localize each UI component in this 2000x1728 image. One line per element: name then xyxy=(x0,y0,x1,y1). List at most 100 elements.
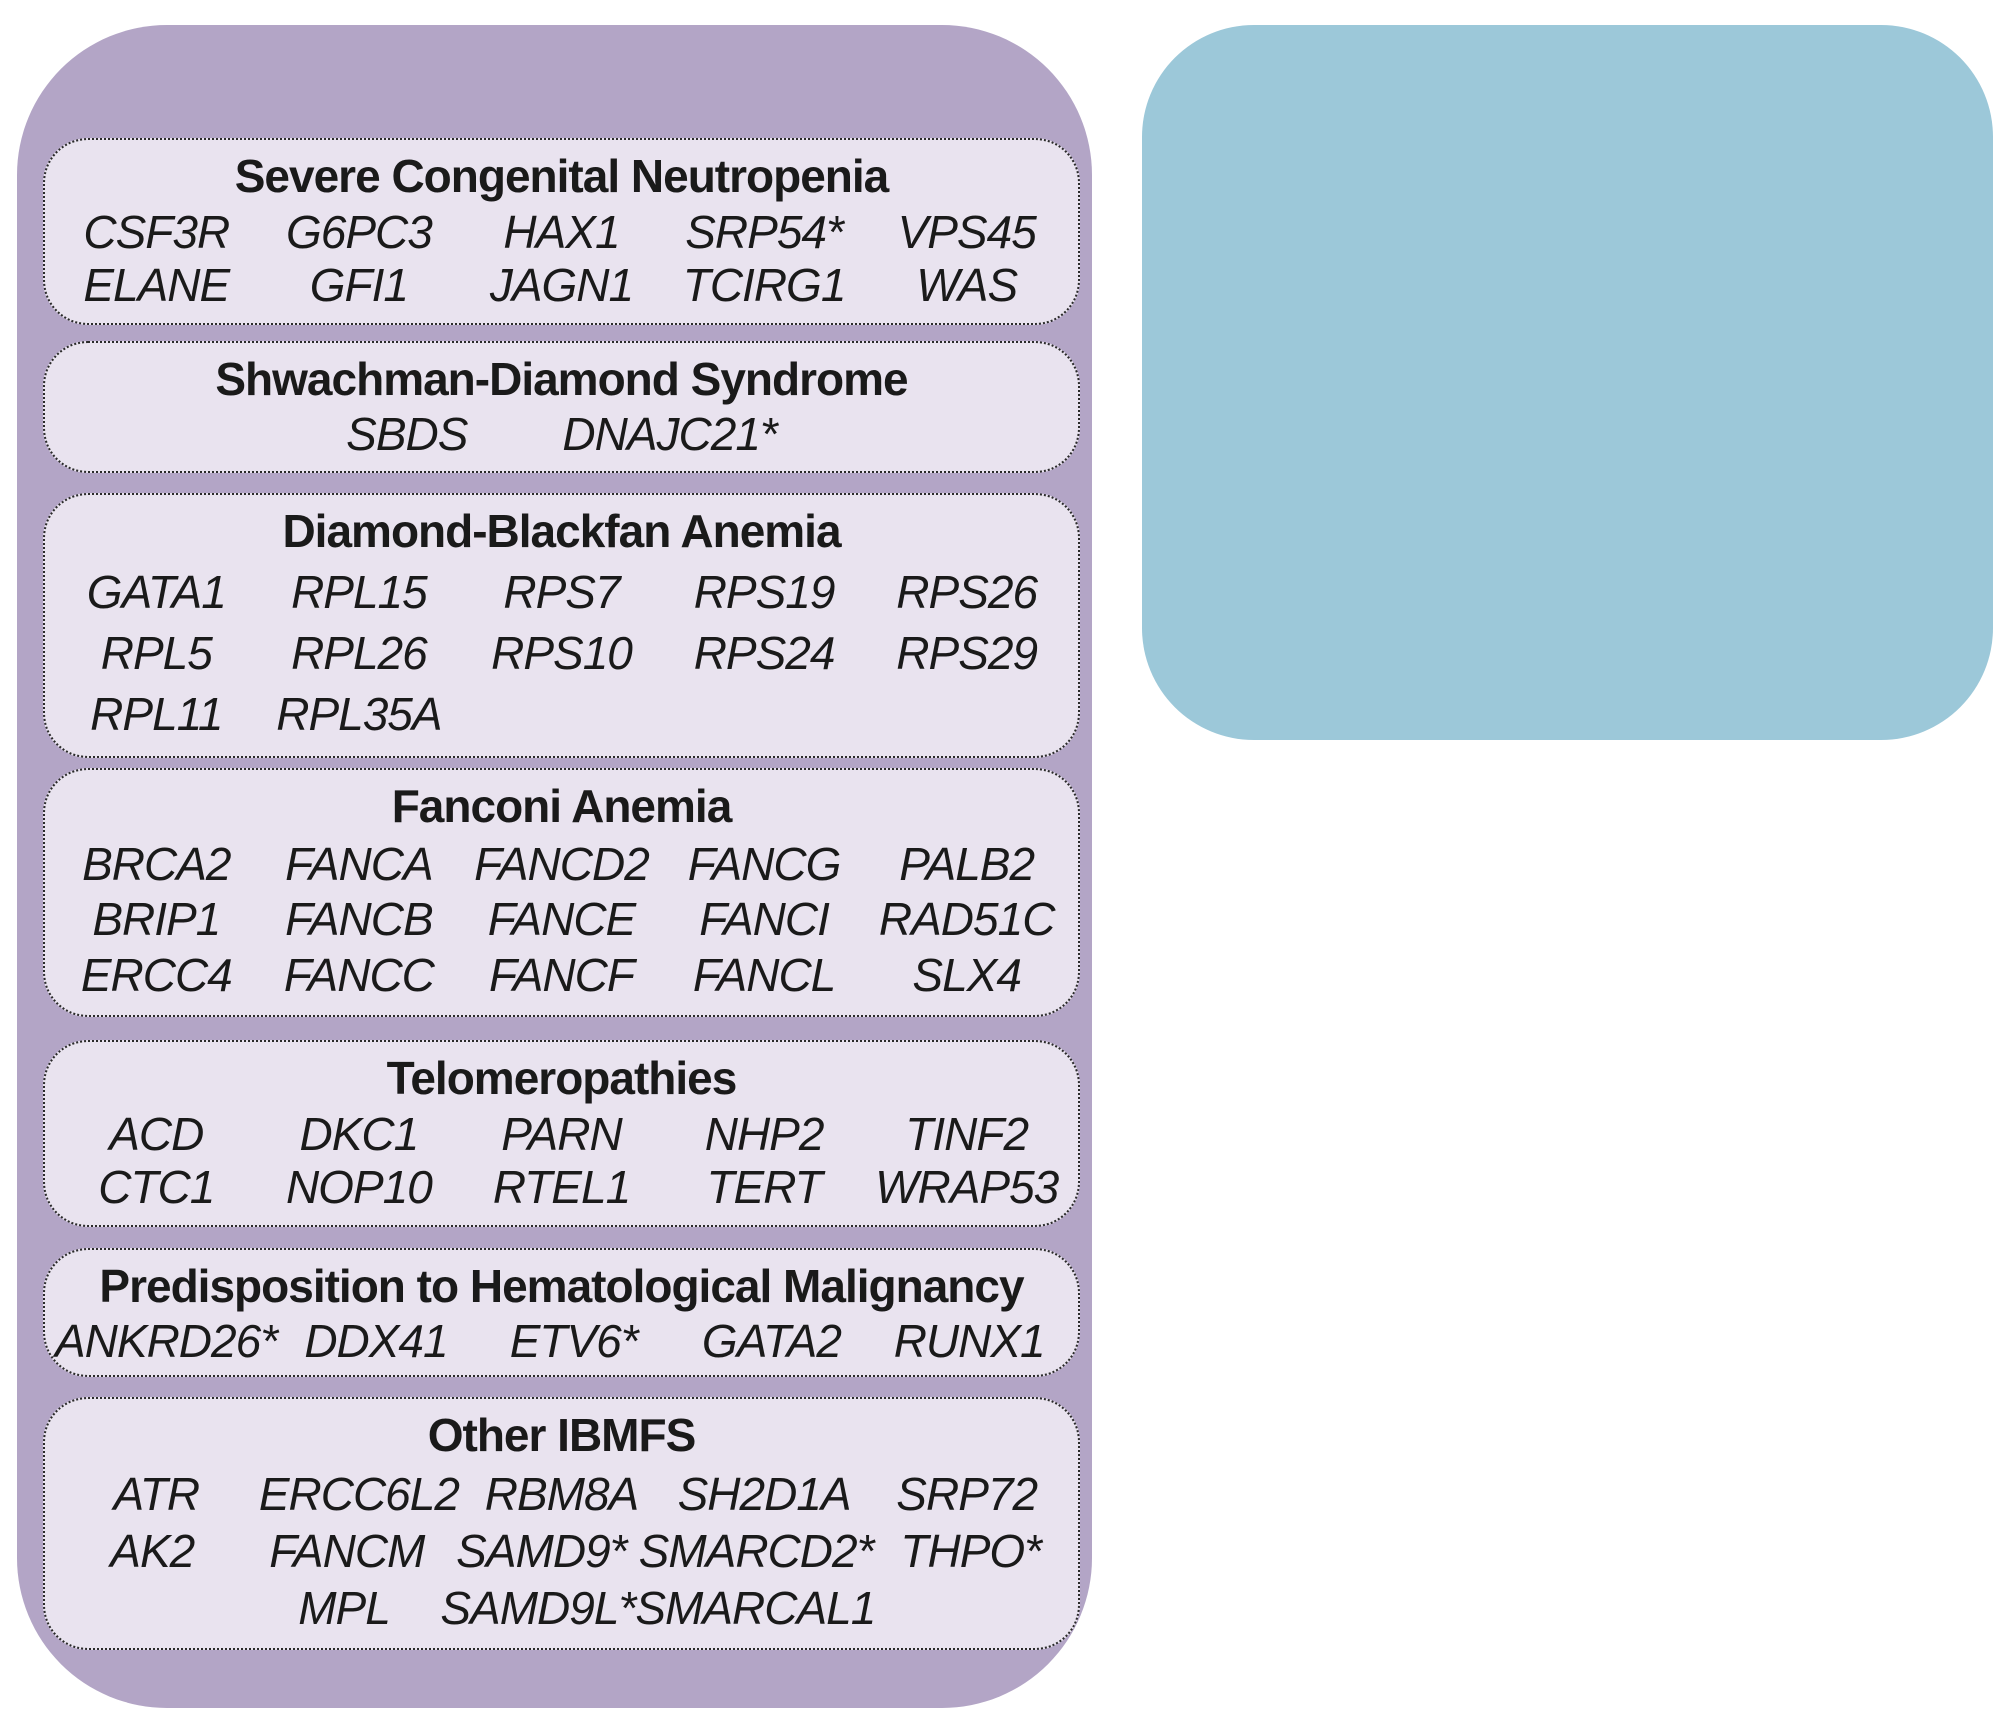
panel-predisposition-hematological-malignancy: Predisposition to Hematological Malignan… xyxy=(43,1248,1080,1377)
gene-label: WAS xyxy=(916,258,1018,311)
gene-label: FANCB xyxy=(285,893,433,946)
gene-label: NHP2 xyxy=(704,1108,825,1161)
gene-label: RPS29 xyxy=(896,626,1038,679)
gene-label: THPO* xyxy=(900,1524,1042,1577)
gene-label: RUNX1 xyxy=(893,1315,1046,1367)
gene-row: GATA1 RPL15 RPS7 RPS19 RPS26 xyxy=(55,567,1068,617)
gene-label: PALB2 xyxy=(899,837,1035,890)
gene-row: RPL5 RPL26 RPS10 RPS24 RPS29 xyxy=(55,628,1068,678)
gene-label: BRIP1 xyxy=(92,893,221,946)
gene-row: SBDS DNAJC21* xyxy=(55,409,1068,459)
gene-label: TCIRG1 xyxy=(682,258,847,311)
gene-label: G6PC3 xyxy=(285,206,433,259)
gene-row: ATR ERCC6L2 RBM8A SH2D1A SRP72 xyxy=(55,1469,1068,1519)
gene-label: RAD51C xyxy=(878,893,1056,946)
gene-label: CTC1 xyxy=(98,1160,215,1213)
panel-severe-congenital-neutropenia: Severe Congenital Neutropenia CSF3R G6PC3… xyxy=(43,138,1080,325)
gene-label: SAMD9* xyxy=(456,1524,627,1577)
panel-shwachman-diamond-syndrome: Shwachman-Diamond Syndrome SBDS DNAJC21* xyxy=(43,341,1080,473)
gene-label: WRAP53 xyxy=(875,1160,1059,1213)
gene-row: MPL SAMD9L*SMARCAL1 xyxy=(55,1583,1068,1633)
gene-label: JAGN1 xyxy=(489,258,634,311)
gene-label: RBM8A xyxy=(484,1467,639,1520)
gene-label: ELANE xyxy=(83,258,230,311)
panel-title: Telomeropathies xyxy=(386,1052,738,1104)
gene-label: SMARCD2* xyxy=(638,1524,875,1577)
gene-label: CSF3R xyxy=(83,206,230,259)
gene-label: ACD xyxy=(109,1108,204,1161)
gene-label: RPS19 xyxy=(693,565,836,618)
panel-title: Other IBMFS xyxy=(427,1409,697,1461)
panel-title: Severe Congenital Neutropenia xyxy=(234,150,890,202)
panel-title: Predisposition to Hematological Malignan… xyxy=(99,1260,1024,1312)
gene-label: SLX4 xyxy=(912,949,1022,1002)
gene-row: BRIP1 FANCB FANCE FANCI RAD51C xyxy=(55,894,1068,944)
gene-label: RPS7 xyxy=(503,565,620,618)
gene-label: VPS45 xyxy=(897,206,1037,259)
gene-label: RPL15 xyxy=(291,565,428,618)
gene-label: AK2 xyxy=(110,1524,195,1577)
gene-label: PARN xyxy=(501,1108,622,1161)
gene-label: RPL5 xyxy=(100,626,213,679)
gene-label: FANCA xyxy=(285,837,433,890)
gene-label: RTEL1 xyxy=(492,1160,631,1213)
gene-label: FANCD2 xyxy=(474,837,650,890)
gene-label: SH2D1A xyxy=(677,1467,852,1520)
gene-label: RPS26 xyxy=(896,565,1038,618)
gene-label: FANCM xyxy=(269,1524,425,1577)
gene-label: ANKRD26* xyxy=(55,1315,278,1367)
gene-grid: SBDS DNAJC21* xyxy=(45,405,1078,471)
gene-label: MPL xyxy=(298,1581,391,1634)
gene-label: NOP10 xyxy=(285,1160,433,1213)
gene-label: SBDS xyxy=(346,408,468,460)
gene-label: RPL35A xyxy=(276,687,442,740)
gene-label: DDX41 xyxy=(304,1315,448,1367)
panel-title: Diamond-Blackfan Anemia xyxy=(282,505,841,557)
panel-title: Fanconi Anemia xyxy=(391,780,733,832)
gene-label: FANCF xyxy=(489,949,635,1002)
gene-row: AK2 FANCM SAMD9*SMARCD2* THPO* xyxy=(55,1526,1068,1576)
gene-label: FANCC xyxy=(283,949,435,1002)
aaa-hmds-panel-group: aAA/hMDS ASXL1DNMT3AJAK3SF3B1BCORERBB2KI… xyxy=(1142,25,1993,740)
gene-label: FANCL xyxy=(692,949,836,1002)
ibmfs-panel-group: Severe Congenital Neutropenia CSF3R G6PC3… xyxy=(17,25,1092,1708)
gene-label: GATA2 xyxy=(701,1315,842,1367)
gene-row: ERCC4 FANCC FANCF FANCL SLX4 xyxy=(55,950,1068,1000)
panel-title: Shwachman-Diamond Syndrome xyxy=(215,353,908,405)
gene-label: GATA1 xyxy=(86,565,227,618)
gene-label: SAMD9L* xyxy=(440,1581,636,1634)
gene-label: TERT xyxy=(706,1160,822,1213)
gene-label: ATR xyxy=(113,1467,201,1520)
gene-label: FANCE xyxy=(487,893,636,946)
gene-label: ERCC4 xyxy=(80,949,233,1002)
gene-label: DNAJC21* xyxy=(562,408,777,460)
gene-label: DKC1 xyxy=(299,1108,420,1161)
gene-label: RPS10 xyxy=(491,626,633,679)
gene-label: ERCC6L2 xyxy=(258,1467,460,1520)
gene-row: CTC1 NOP10 RTEL1 TERT WRAP53 xyxy=(55,1162,1068,1212)
gene-label: RPL26 xyxy=(291,626,428,679)
gene-label: FANCI xyxy=(699,893,830,946)
gene-label: BRCA2 xyxy=(82,837,231,890)
gene-label: SMARCAL1 xyxy=(635,1581,876,1634)
gene-label: RPS24 xyxy=(693,626,836,679)
gene-label: SRP54* xyxy=(685,206,844,259)
gene-label: SRP72 xyxy=(896,1467,1038,1520)
